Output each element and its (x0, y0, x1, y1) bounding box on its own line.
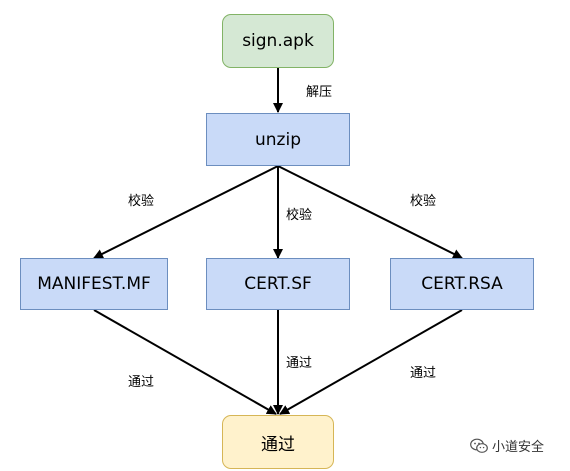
arrow-unzip-to-manifest (93, 165, 279, 259)
edge-label-pass-mid: 通过 (286, 356, 313, 371)
node-manifest-mf: MANIFEST.MF (20, 258, 168, 310)
node-unzip: unzip (206, 113, 350, 166)
node-cert-rsa-label: CERT.RSA (421, 274, 503, 294)
node-pass-label: 通过 (261, 434, 295, 455)
node-cert-sf-label: CERT.SF (244, 274, 312, 294)
wechat-icon (470, 438, 488, 454)
edge-label-unzip: 解压 (306, 85, 333, 100)
node-sign-apk-label: sign.apk (242, 31, 314, 51)
node-sign-apk: sign.apk (222, 14, 334, 68)
node-cert-sf: CERT.SF (206, 258, 350, 310)
arrow-cert-rsa-to-pass (279, 309, 463, 415)
watermark-text: 小道安全 (492, 440, 545, 455)
node-unzip-label: unzip (255, 129, 301, 150)
edge-label-pass-left: 通过 (128, 375, 155, 390)
node-manifest-mf-label: MANIFEST.MF (37, 274, 151, 294)
node-cert-rsa: CERT.RSA (390, 258, 534, 310)
edge-label-verify-mid: 校验 (286, 208, 313, 223)
node-pass: 通过 (222, 415, 334, 469)
arrow-manifest-to-pass (93, 309, 277, 415)
arrow-unzip-to-cert-rsa (277, 165, 463, 259)
watermark: 小道安全 (470, 436, 544, 455)
edge-label-verify-left: 校验 (128, 194, 155, 209)
edge-label-verify-right: 校验 (410, 194, 437, 209)
edge-label-pass-right: 通过 (410, 366, 437, 381)
